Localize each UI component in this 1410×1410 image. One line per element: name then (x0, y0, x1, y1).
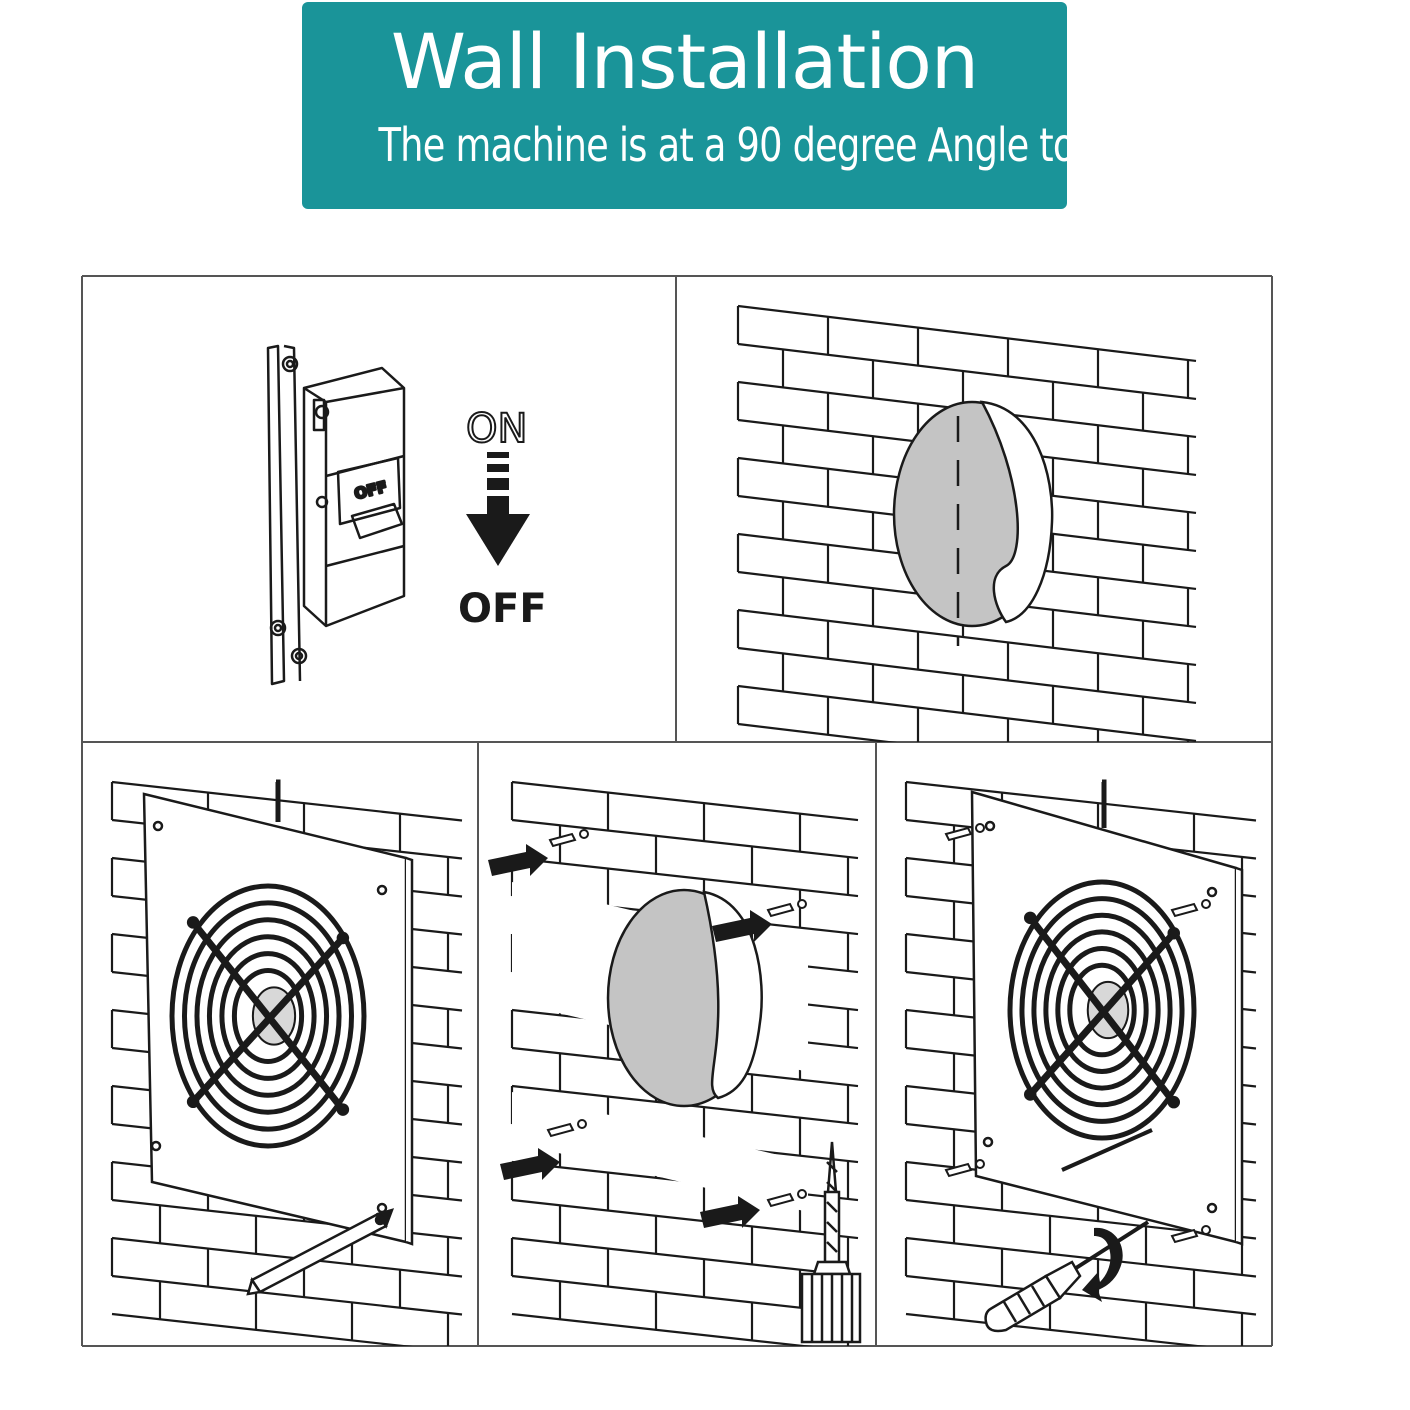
wall-hole-icon (892, 400, 1054, 646)
pencil-icon (246, 1208, 395, 1296)
step-mark-holes-panel (82, 742, 478, 1346)
step-cut-hole-panel (676, 276, 1272, 742)
drill-bit-icon (800, 1141, 862, 1344)
rotate-arrow-icon (1082, 1227, 1123, 1302)
step-switch-off-panel: OFF ON OFF (82, 276, 676, 742)
down-arrow-icon: ON OFF (458, 405, 547, 632)
step-screw-fan-panel (876, 742, 1272, 1346)
arrow-off-label: OFF (458, 586, 547, 632)
arrow-on-label: ON (466, 406, 527, 452)
wall-plug-icon (546, 829, 807, 1208)
push-arrow-icon (488, 844, 772, 1228)
wall-hole-icon (512, 882, 808, 1212)
fan-grill-icon (142, 779, 414, 1246)
title-banner: Wall Installation The machine is at a 90… (302, 2, 1281, 209)
circuit-breaker-icon: OFF (266, 344, 406, 686)
step-drill-anchors-panel (478, 742, 876, 1346)
fan-grill-icon (970, 779, 1244, 1246)
page-subtitle: The machine is at a 90 degree Angle to t… (378, 118, 1281, 172)
page-title: Wall Installation (390, 17, 979, 106)
wall-plug-icon (944, 823, 1211, 1244)
